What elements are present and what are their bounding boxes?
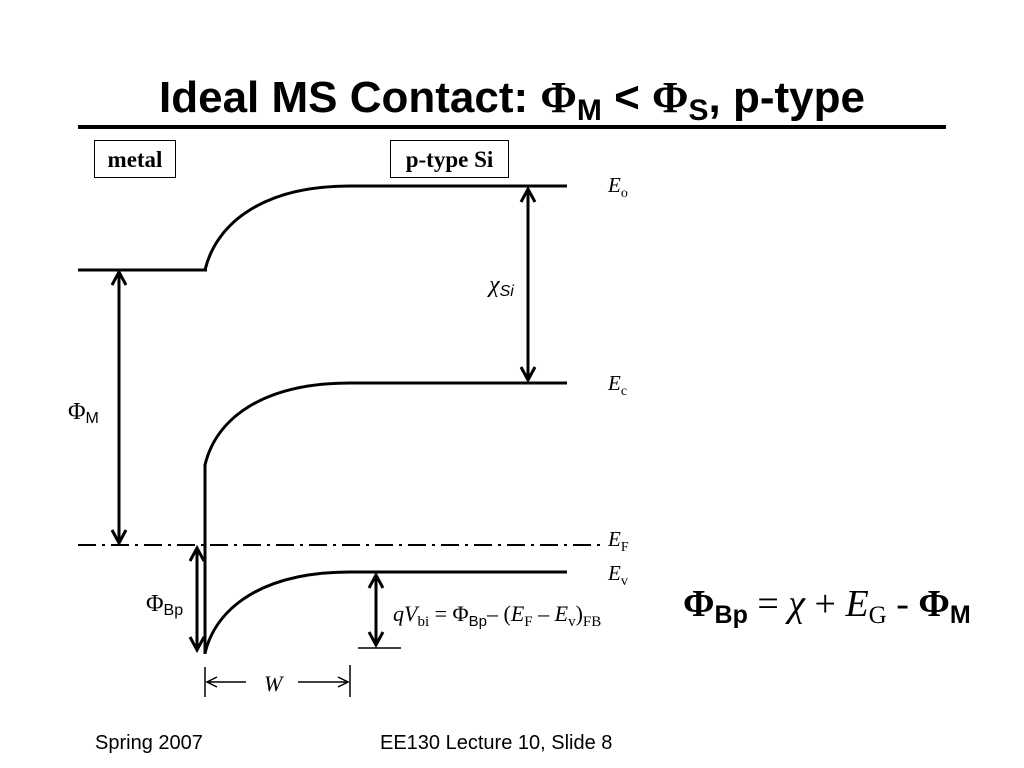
metal-region-box: metal [94, 140, 176, 178]
depletion-width-label: W [264, 671, 284, 696]
vacuum-level-label: Eo [607, 173, 628, 201]
title-underline [78, 125, 946, 129]
title-sub-s: S [688, 94, 709, 127]
bi-valence-symbol: E [554, 601, 569, 626]
bi-fermi-symbol: E [510, 601, 525, 626]
eq-gap-symbol: E [844, 583, 868, 625]
eq-phi-symbol: Φ [683, 583, 715, 625]
bi-minus-open-paren: – ( [486, 601, 511, 626]
built-in-potential-arrow-top-head [367, 571, 385, 589]
eq-metal-phi-symbol: Φ [918, 583, 950, 625]
eq-plus-sign: + [805, 583, 845, 625]
bi-barrier-symbol: Φ [453, 601, 469, 626]
eq-gap-subscript: G [869, 602, 887, 629]
electron-affinity-symbol: χ [487, 272, 501, 298]
barrier-height-equation: ΦBp = χ + EG - ΦM [683, 583, 971, 629]
eq-metal-phi-subscript: M [950, 601, 971, 629]
bi-voltage-subscript: bi [417, 614, 429, 630]
eq-equals-sign: = [748, 583, 788, 625]
built-in-potential-label: qVbi = ΦBp– (EF – Ev)FB [393, 601, 601, 630]
fermi-level-subscript: F [621, 540, 629, 555]
conduction-band-symbol: E [607, 371, 621, 395]
fermi-level-label: EF [607, 527, 629, 555]
barrier-height-subscript: Bp [164, 602, 184, 619]
bi-flat-band-subscript: FB [583, 614, 601, 630]
title-phi-m: Φ [540, 73, 577, 122]
barrier-height-label: ΦBp [146, 591, 183, 619]
bi-barrier-subscript: Bp [469, 613, 487, 630]
eq-chi-symbol: χ [784, 583, 806, 625]
work-function-label: ΦM [68, 399, 99, 427]
electron-affinity-arrow-bottom-head [519, 366, 537, 384]
title-phi-s: Φ [652, 73, 689, 122]
barrier-height-symbol: Φ [146, 591, 164, 617]
electron-affinity-subscript: Si [500, 283, 515, 300]
slide-title: Ideal MS Contact: ΦM < ΦS, p-type [0, 73, 1024, 128]
footer-slide-ref: EE130 Lecture 10, Slide 8 [380, 732, 613, 754]
bi-fermi-subscript: F [524, 614, 532, 630]
depletion-width-left-arrowhead [205, 676, 218, 688]
electron-affinity-arrow-top-head [519, 185, 537, 203]
conduction-band-label: Ec [607, 371, 627, 399]
depletion-width-right-arrowhead [337, 676, 350, 688]
bi-voltage-symbol: V [404, 601, 420, 626]
bi-minus-sign: – [533, 601, 555, 626]
bi-valence-subscript: v [568, 614, 576, 630]
electron-affinity-arrow [519, 185, 537, 384]
conduction-band-subscript: c [621, 384, 627, 399]
title-sub-m: M [576, 94, 602, 127]
work-function-arrow-bottom-head [110, 529, 128, 547]
semiconductor-region-text: p-type Si [405, 146, 494, 172]
built-in-potential-arrow-bottom-head [367, 631, 385, 649]
title-less-than: < [601, 73, 653, 122]
barrier-height-arrow [188, 544, 206, 654]
built-in-potential-arrow [367, 571, 385, 649]
depletion-width-marker [204, 665, 351, 697]
semiconductor-region-box: p-type Si [390, 140, 509, 178]
conduction-band-bend [203, 381, 351, 466]
barrier-height-arrow-bottom-head [188, 636, 206, 654]
metal-region-text: metal [107, 146, 163, 172]
barrier-height-arrow-top-head [188, 544, 206, 562]
valence-band-bend [203, 570, 351, 654]
title-lead-text: Ideal MS Contact: [159, 73, 541, 122]
footer-date: Spring 2007 [95, 732, 203, 754]
vacuum-level-subscript: o [621, 186, 628, 201]
bi-charge-symbol: q [393, 601, 404, 626]
work-function-arrow-top-head [110, 268, 128, 286]
title-tail-text: , p-type [708, 73, 865, 122]
work-function-arrow [110, 268, 128, 547]
bi-equals-sign: = [429, 601, 452, 626]
electron-affinity-label: χSi [487, 272, 514, 300]
valence-band-label: Ev [607, 561, 628, 589]
eq-phi-subscript: Bp [715, 601, 748, 629]
bi-close-paren: ) [576, 601, 583, 626]
valence-band-subscript: v [621, 574, 628, 589]
work-function-subscript: M [86, 410, 99, 427]
valence-band-symbol: E [607, 561, 621, 585]
fermi-level-symbol: E [607, 527, 621, 551]
vacuum-level-bend [203, 184, 351, 271]
work-function-symbol: Φ [68, 399, 86, 425]
vacuum-level-symbol: E [607, 173, 621, 197]
eq-minus-sign: - [887, 583, 919, 625]
